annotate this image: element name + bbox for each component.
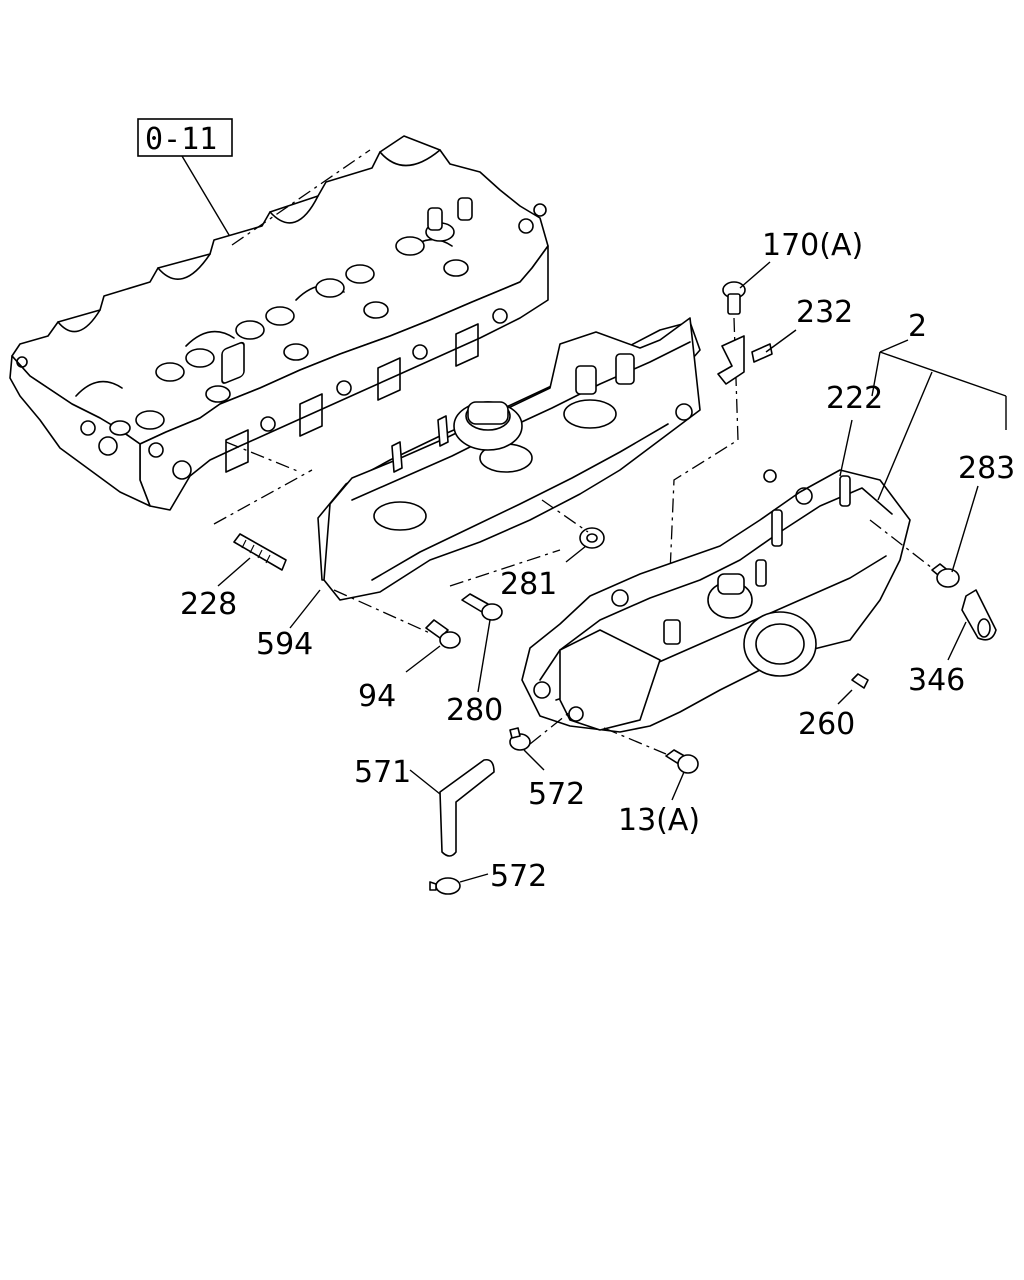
callout-280[interactable]: 280 — [446, 693, 503, 728]
bolt-283[interactable] — [931, 563, 960, 588]
callout-222[interactable]: 222 — [826, 381, 883, 416]
callout-281[interactable]: 281 — [500, 567, 557, 602]
bolt-170A[interactable] — [722, 281, 746, 315]
clip-346[interactable] — [961, 589, 997, 641]
callout-13A[interactable]: 13(A) — [618, 803, 700, 838]
callout-232[interactable]: 232 — [796, 295, 853, 330]
callout-2[interactable]: 2 — [908, 309, 927, 344]
clamp-572-upper[interactable] — [509, 727, 531, 751]
callout-94[interactable]: 94 — [358, 679, 396, 714]
callout-594[interactable]: 594 — [256, 627, 313, 662]
callout-572-lower[interactable]: 572 — [490, 859, 547, 894]
reference-box-0-11[interactable]: 0-11 — [137, 118, 233, 157]
reference-box-label: 0-11 — [145, 122, 217, 157]
bolt-280[interactable] — [461, 593, 503, 621]
bracket-232[interactable] — [717, 335, 773, 385]
bolt-13A[interactable] — [665, 749, 699, 774]
hose-571[interactable] — [439, 758, 495, 857]
stud-228[interactable] — [233, 533, 287, 571]
callout-260[interactable]: 260 — [798, 707, 855, 742]
intake-manifold-illustration — [323, 317, 701, 601]
nut-281[interactable] — [579, 527, 605, 549]
bolt-94[interactable] — [425, 619, 461, 649]
callout-170A[interactable]: 170(A) — [762, 228, 863, 263]
valve-spring-seats — [109, 222, 469, 436]
callout-283[interactable]: 283 — [958, 451, 1015, 486]
callout-labels: 170(A) 232 2 222 283 228 281 594 94 280 … — [180, 228, 1015, 894]
callout-346[interactable]: 346 — [908, 663, 965, 698]
manifold-assembly-2[interactable] — [521, 469, 911, 733]
callout-228[interactable]: 228 — [180, 587, 237, 622]
clamp-572-lower[interactable] — [429, 877, 461, 895]
cylinder-head-illustration — [9, 135, 549, 511]
pin-260[interactable] — [851, 673, 869, 689]
callout-572-upper[interactable]: 572 — [528, 777, 585, 812]
callout-571[interactable]: 571 — [354, 755, 411, 790]
